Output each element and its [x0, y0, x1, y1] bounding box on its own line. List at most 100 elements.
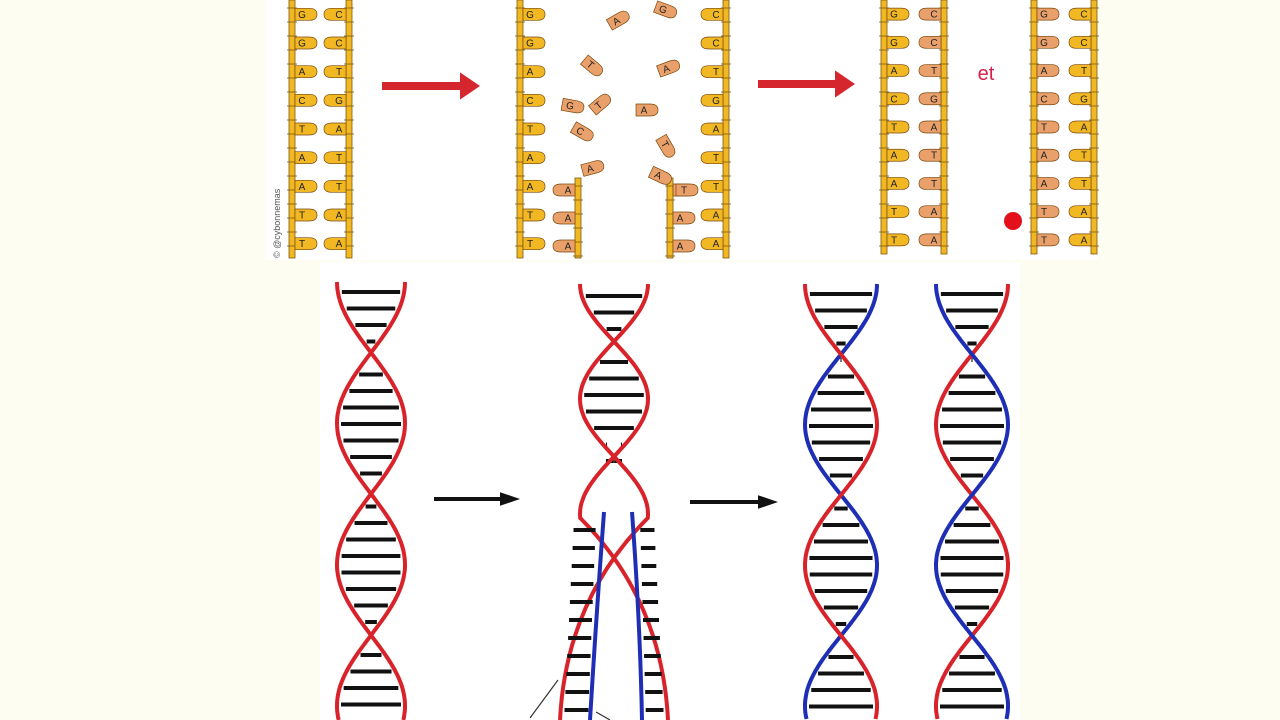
nucleotide-base-letter: T [584, 59, 596, 71]
nucleotide-base-letter: A [336, 125, 343, 136]
nucleotide-base-letter: A [1041, 66, 1048, 77]
nucleotide-shape [605, 10, 630, 31]
nucleotide-base-letter: T [299, 211, 305, 222]
nucleotide-base-letter: T [1041, 207, 1047, 218]
nucleotide-base-letter: T [931, 151, 937, 162]
parent-dna-right-base: G [323, 93, 347, 107]
nucleotide-base-letter: A [677, 214, 684, 225]
nucleotide-shape [647, 165, 672, 185]
daughter1-left-base: T [886, 233, 910, 246]
free-nucleotide: A [647, 165, 672, 185]
parent-dna-left-base: A [294, 151, 318, 165]
nucleotide-base-letter: T [336, 153, 342, 164]
daughter1-left-base: T [886, 205, 910, 219]
nucleotide-base-letter: A [891, 66, 898, 77]
nucleotide-base-letter: A [891, 179, 898, 190]
nucleotide-base-letter: A [299, 67, 306, 78]
nucleotide-shape [656, 59, 681, 78]
nucleotide-shape [294, 36, 318, 50]
nucleotide-shape [918, 177, 942, 190]
nucleotide-base-letter: G [1040, 10, 1048, 21]
nucleotide-shape [886, 205, 910, 219]
nucleotide-shape [560, 97, 585, 114]
nucleotide-shape [886, 92, 910, 106]
nucleotide-shape [323, 36, 347, 50]
free-nucleotide: C [569, 121, 594, 142]
nucleotide-shape [918, 120, 942, 134]
daughter-helix-2 [933, 283, 1011, 720]
nucleotide-shape [1036, 233, 1060, 247]
new-right-base: A [672, 239, 696, 253]
nucleotide-shape [323, 237, 347, 251]
arrow-right-icon [460, 72, 480, 100]
nucleotide-base-letter: T [336, 182, 342, 193]
new-right-base: A [672, 211, 696, 225]
nucleotide-base-letter: A [565, 242, 572, 253]
separating-right-base: T [700, 179, 724, 193]
nucleotide-base-letter: T [527, 211, 533, 222]
daughter1-right-base: G [918, 92, 942, 105]
parent-dna-right-base: C [323, 7, 347, 21]
nucleotide-shape [294, 179, 318, 193]
separating-right-base: G [700, 93, 724, 107]
arrow-right-icon [758, 495, 778, 509]
nucleotide-base-letter: T [1041, 235, 1047, 246]
separating-left-base: G [522, 7, 546, 21]
parent-dna-left-base: A [294, 65, 318, 78]
free-nucleotide: A [635, 103, 659, 117]
nucleotide-base-letter: A [527, 67, 534, 78]
separating-left-base: T [522, 208, 546, 222]
nucleotide-base-letter: C [712, 39, 719, 50]
daughter2-right-base: A [1068, 205, 1092, 218]
nucleotide-shape [1036, 205, 1060, 219]
arrow-right-icon-top-2 [758, 70, 855, 98]
daughter2-right-base: T [1068, 177, 1092, 190]
daughter2-right-base: A [1068, 120, 1092, 134]
daughter2-left-base: A [1036, 64, 1060, 77]
daughter1-left-base: T [886, 120, 910, 134]
free-nucleotide: T [655, 133, 676, 158]
nucleotide-base-letter: G [712, 96, 720, 107]
nucleotide-shape [552, 211, 576, 225]
nucleotide-base-letter: G [930, 94, 938, 105]
arrow-right-icon-bottom-1 [434, 492, 520, 506]
nucleotide-base-letter: T [681, 186, 687, 197]
backbone-rail [288, 0, 296, 259]
separating-right-base: T [700, 65, 724, 78]
parent-helix [334, 281, 408, 720]
nucleotide-shape [1068, 148, 1092, 162]
nucleotide-base-letter: A [1081, 235, 1088, 246]
arrow-right-icon-top-1 [382, 72, 480, 100]
nucleotide-base-letter: G [526, 10, 534, 21]
nucleotide-shape [886, 35, 910, 49]
nucleotide-base-letter: A [1081, 207, 1088, 218]
nucleotide-shape [294, 151, 318, 165]
credit-watermark: © @cybonnemas [272, 188, 282, 258]
nucleotide-base-letter: T [1081, 179, 1087, 190]
pointer-line [595, 711, 611, 720]
separating-right-base: A [700, 122, 724, 136]
nucleotide-shape [886, 7, 910, 21]
arrow-right-icon-bottom-2 [690, 495, 778, 509]
nucleotide-shape [522, 208, 546, 222]
daughter2-right-base: C [1068, 35, 1092, 49]
free-nucleotide: T [675, 183, 699, 197]
arrow-shaft [758, 80, 837, 88]
nucleotide-base-letter: T [1081, 151, 1087, 162]
separating-right-base: C [700, 7, 724, 21]
daughter-helix-1 [802, 283, 880, 720]
arrow-shaft [690, 500, 760, 504]
daughter2-left-base: T [1036, 120, 1060, 134]
nucleotide-shape [522, 237, 546, 251]
nucleotide-shape [580, 160, 605, 177]
nucleotide-shape [1068, 233, 1092, 247]
nucleotide-shape [886, 64, 910, 77]
nucleotide-shape [569, 121, 594, 142]
parent-dna-right-base: T [323, 151, 347, 164]
nucleotide-base-letter: C [1080, 10, 1087, 21]
red-dot-icon [1004, 212, 1022, 230]
nucleotide-shape [918, 233, 942, 247]
backbone-rail [1030, 0, 1038, 255]
nucleotide-base-letter: T [891, 123, 897, 134]
helix-strand [933, 283, 1010, 720]
